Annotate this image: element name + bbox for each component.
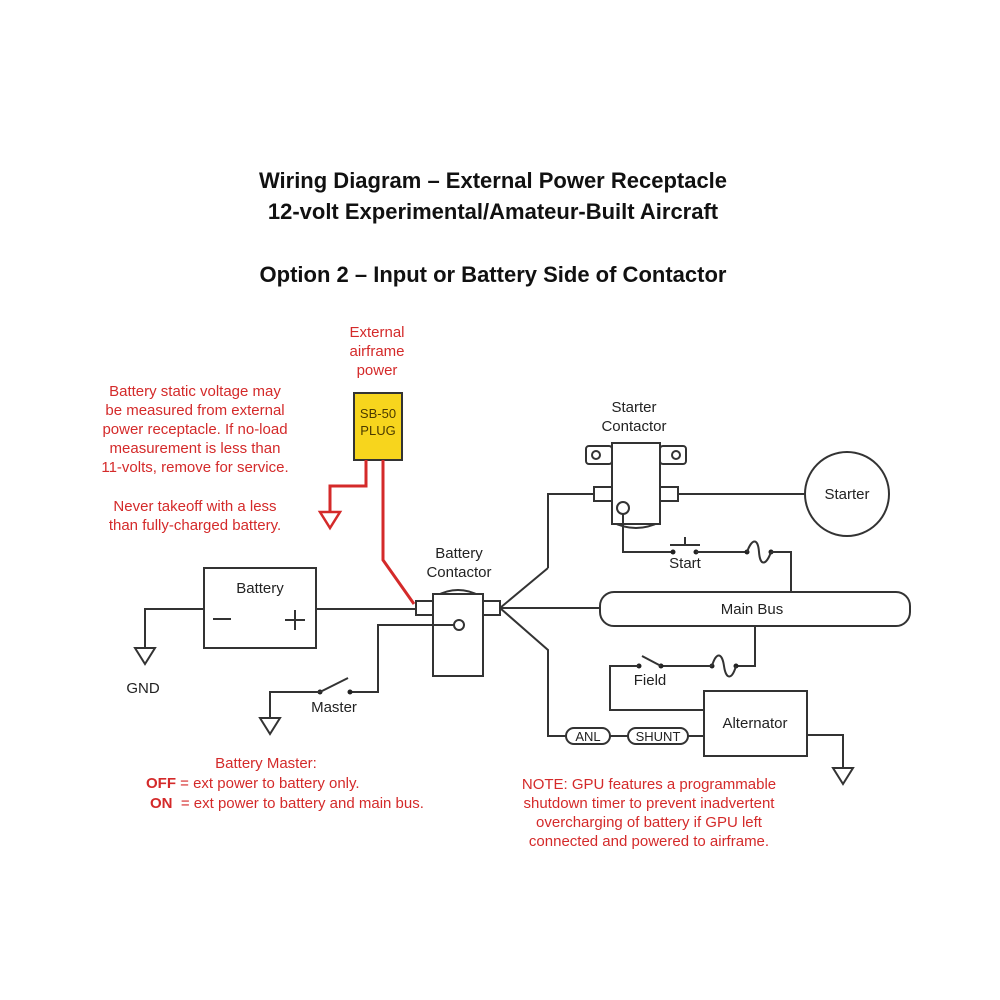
title-line1: Wiring Diagram – External Power Receptac… (259, 168, 727, 193)
svg-text:Battery Master:: Battery Master: (215, 755, 317, 772)
sb50-plug: SB-50 PLUG (353, 392, 403, 461)
start-fuse-icon (744, 540, 774, 564)
external-power-wires (317, 460, 416, 605)
svg-text:airframe: airframe (349, 343, 404, 360)
svg-text:SB-50: SB-50 (360, 406, 396, 421)
anl-fuse: ANL (565, 727, 611, 745)
field-label: Field (634, 672, 667, 689)
svg-text:Contactor: Contactor (426, 564, 491, 581)
svg-text:power receptacle. If no-load: power receptacle. If no-load (102, 421, 287, 438)
svg-text:than fully-charged battery.: than fully-charged battery. (109, 517, 281, 534)
gpu-note: NOTE: GPU features a programmable shutdo… (522, 776, 776, 850)
field-switch[interactable] (636, 655, 664, 669)
svg-text:shutdown timer to prevent inad: shutdown timer to prevent inadvertent (524, 795, 776, 812)
svg-text:Starter: Starter (824, 486, 869, 503)
battery-plus-icon (285, 610, 305, 630)
svg-text:Battery static voltage may: Battery static voltage may (109, 383, 281, 400)
alternator: Alternator (703, 690, 808, 757)
svg-text:overcharging of battery if GPU: overcharging of battery if GPU left (536, 814, 763, 831)
svg-text:power: power (357, 362, 398, 379)
main-bus: Main Bus (599, 591, 911, 627)
ext-ground-symbol (317, 510, 343, 531)
battery-voltage-note: Battery static voltage may be measured f… (101, 383, 288, 534)
svg-text:be measured from external: be measured from external (105, 402, 284, 419)
svg-text:Battery: Battery (435, 545, 483, 562)
svg-text:Alternator: Alternator (722, 715, 787, 732)
start-switch[interactable] (670, 537, 700, 555)
svg-text:Contactor: Contactor (601, 418, 666, 435)
svg-text:Battery: Battery (236, 580, 284, 597)
subtitle: Option 2 – Input or Battery Side of Cont… (260, 262, 727, 287)
svg-text:connected and powered to airfr: connected and powered to airframe. (529, 833, 769, 850)
alternator-ground-symbol (831, 767, 855, 786)
svg-text:ON = ext power to battery and: ON = ext power to battery and main bus. (150, 795, 424, 812)
svg-text:Never takeoff with a less: Never takeoff with a less (113, 498, 276, 515)
svg-text:External: External (349, 324, 404, 341)
master-label: Master (311, 699, 357, 716)
master-switch[interactable] (317, 677, 353, 695)
svg-text:11-volts, remove for service.: 11-volts, remove for service. (101, 459, 288, 476)
gnd-label: GND (126, 680, 160, 697)
svg-text:Starter: Starter (611, 399, 656, 416)
shunt: SHUNT (627, 727, 689, 745)
ground-symbol (133, 647, 157, 666)
starter-motor: Starter (804, 451, 890, 537)
starter-contactor: Starter Contactor (585, 399, 687, 529)
master-ground-symbol (258, 717, 282, 736)
title-line2: 12-volt Experimental/Amateur-Built Aircr… (268, 199, 719, 224)
external-power-label: External airframe power (349, 324, 404, 379)
svg-text:SHUNT: SHUNT (636, 729, 681, 744)
svg-text:NOTE: GPU features a programma: NOTE: GPU features a programmable (522, 776, 776, 793)
start-label: Start (669, 555, 702, 572)
svg-text:measurement is less than: measurement is less than (110, 440, 281, 457)
battery-contactor: Battery Contactor (415, 545, 501, 677)
svg-text:ANL: ANL (575, 729, 600, 744)
battery: Battery (203, 567, 317, 649)
battery-master-note: Battery Master: OFF = ext power to batte… (146, 755, 424, 812)
svg-text:OFF = ext power to battery onl: OFF = ext power to battery only. (146, 775, 360, 792)
svg-text:Main Bus: Main Bus (721, 601, 784, 618)
field-fuse-icon (709, 654, 739, 678)
svg-text:PLUG: PLUG (360, 423, 395, 438)
